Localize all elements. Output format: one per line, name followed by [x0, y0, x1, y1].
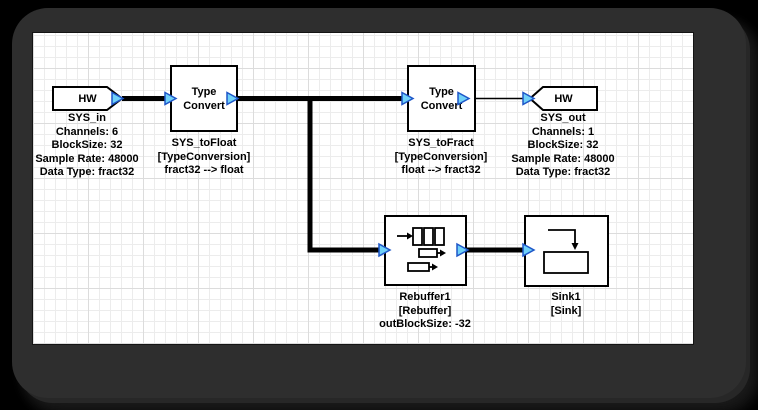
block-name: SYS_toFloat [171, 137, 237, 149]
block-type: [TypeConversion] [157, 150, 251, 163]
port-tofloat-output-icon[interactable] [226, 91, 240, 106]
conversion-spec: float --> fract32 [401, 164, 481, 176]
block-type: [Rebuffer] [398, 304, 452, 317]
rebuffer1-caption: Rebuffer1 [Rebuffer] outBlockSize: -32 [379, 291, 471, 332]
type-convert-label: Type Convert [420, 85, 463, 112]
prop-datatype: Data Type: fract32 [39, 166, 135, 178]
wire-branch-to-rebuffer[interactable] [307, 96, 386, 253]
block-name: Rebuffer1 [399, 291, 451, 303]
block-name: SYS_out [540, 112, 586, 124]
conversion-spec: fract32 --> float [164, 164, 244, 176]
block-rebuffer1[interactable] [384, 215, 467, 286]
prop-samplerate: Sample Rate: 48000 [511, 152, 615, 165]
wire-layer [52, 86, 598, 253]
sys-out-hw-text: HW [554, 92, 573, 105]
prop-blocksize: BlockSize: 32 [51, 139, 123, 151]
sys-in-hw-text: HW [78, 92, 97, 105]
sys-out-caption: SYS_out Channels: 1 BlockSize: 32 Sample… [511, 112, 614, 180]
type-convert-label: Type Convert [183, 85, 225, 112]
port-rebuffer-output-icon[interactable] [456, 242, 470, 258]
port-rebuffer-input-icon[interactable] [378, 242, 392, 258]
block-type: [TypeConversion] [394, 150, 488, 163]
block-name: Sink1 [551, 291, 581, 303]
prop-samplerate: Sample Rate: 48000 [35, 152, 139, 165]
block-sys-to-fract[interactable]: Type Convert [407, 65, 476, 132]
port-tofloat-input-icon[interactable] [164, 91, 178, 106]
prop-outblocksize: outBlockSize: -32 [379, 318, 471, 330]
block-sys-in-shape[interactable] [52, 86, 124, 111]
port-sink-input-icon[interactable] [522, 242, 536, 258]
prop-channels: Channels: 1 [531, 125, 595, 138]
block-sink1[interactable] [524, 215, 609, 287]
block-type: [Sink] [550, 304, 582, 317]
prop-datatype: Data Type: fract32 [515, 166, 611, 178]
prop-blocksize: BlockSize: 32 [527, 139, 599, 151]
block-name: SYS_in [68, 112, 106, 124]
sink1-caption: Sink1 [Sink] [551, 291, 582, 318]
block-sys-out-shape[interactable] [528, 86, 598, 111]
port-tofract-output-icon[interactable] [457, 91, 471, 106]
diagram-canvas[interactable]: Type Convert Type Convert HW HW [32, 32, 694, 345]
prop-channels: Channels: 6 [55, 125, 119, 138]
port-sys-in-output-icon[interactable] [111, 91, 125, 106]
port-sys-out-input-icon[interactable] [522, 91, 536, 106]
sys-to-fract-caption: SYS_toFract [TypeConversion] float --> f… [395, 137, 488, 178]
sys-to-float-caption: SYS_toFloat [TypeConversion] fract32 -->… [158, 137, 251, 178]
block-name: SYS_toFract [408, 137, 474, 149]
sys-in-caption: SYS_in Channels: 6 BlockSize: 32 Sample … [35, 112, 138, 180]
port-tofract-input-icon[interactable] [401, 91, 415, 106]
